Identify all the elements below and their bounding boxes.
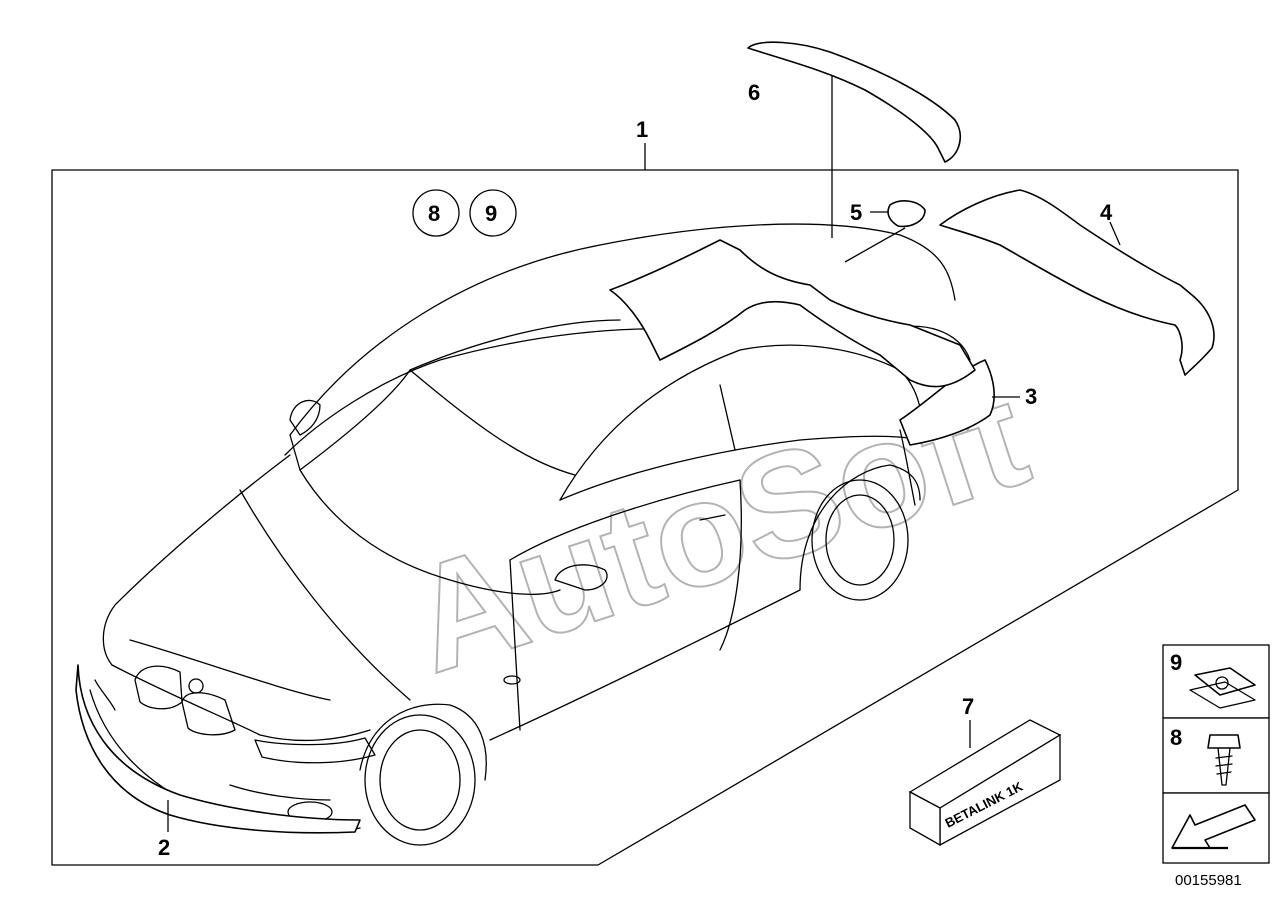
leader-4 (1109, 221, 1121, 246)
callout-5: 5 (850, 200, 862, 225)
part-rear-diffuser (939, 189, 1215, 376)
reference-number: 00155981 (1175, 872, 1242, 889)
callout-1: 1 (636, 117, 648, 142)
screw-icon (1207, 734, 1241, 749)
callout-9-side: 9 (1170, 650, 1182, 675)
callout-2: 2 (158, 835, 170, 860)
kit-frame (51, 169, 1239, 866)
callout-circle-8 (412, 189, 460, 237)
part-rear-spoiler (747, 41, 961, 163)
callout-4: 4 (1100, 200, 1113, 225)
callout-6: 6 (748, 80, 760, 105)
callout-7: 7 (962, 694, 974, 719)
callout-3: 3 (1025, 384, 1037, 409)
part-adhesive-box: BETALINK 1K (908, 719, 1062, 847)
leader-5b (844, 227, 906, 263)
hardware-panel (1162, 644, 1270, 864)
callout-8-circle: 8 (428, 201, 440, 226)
car-illustration (75, 223, 995, 846)
arrow-icon (1171, 804, 1256, 849)
callout-circle-9 (469, 189, 517, 237)
part-cap (887, 200, 926, 228)
callout-8-side: 8 (1170, 725, 1182, 750)
callout-9-circle: 9 (485, 201, 497, 226)
